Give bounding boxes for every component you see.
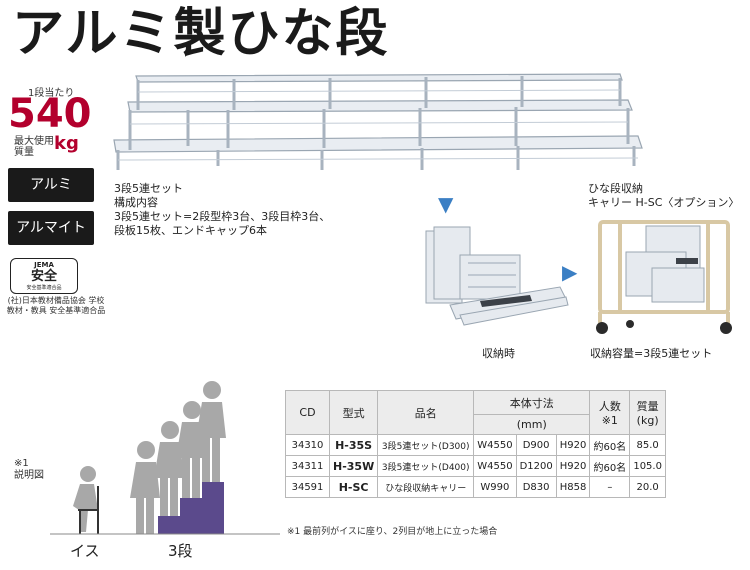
cell-d: D900 — [515, 434, 557, 456]
set-contents-heading: 構成内容 — [114, 196, 158, 209]
cell-w: W990 — [473, 476, 517, 498]
step-label: 3段 — [168, 542, 193, 560]
riser-illustration — [113, 73, 643, 170]
set-contents-line1: 3段5連セット=2段型枠3台、3段目枠3台、 — [114, 210, 331, 223]
cell-people: 約60名 — [589, 434, 631, 456]
header-people: 人数 ※1 — [589, 390, 631, 435]
cell-cd: 34591 — [285, 476, 330, 498]
cell-w: W4550 — [473, 455, 517, 477]
per-step-label: 1段当たり — [28, 88, 75, 99]
table-footnote: ※1 最前列がイスに座り、2列目が地上に立った場合 — [287, 527, 498, 537]
cell-cd: 34310 — [285, 434, 330, 456]
jema-safety-mark: JEMA 安全 安全基準適合品 — [10, 258, 78, 294]
jema-mark-sub: 安全基準適合品 — [26, 285, 62, 291]
jema-mark-top: JEMA — [34, 261, 54, 269]
header-model: 型式 — [328, 390, 379, 435]
cell-w: W4550 — [473, 434, 517, 456]
cell-people: 約60名 — [589, 455, 631, 477]
cell-mass: 20.0 — [629, 476, 666, 498]
header-cd: CD — [285, 390, 330, 435]
table-row: 34591 H-SC ひな段収納キャリー W990 D830 H858 – 20… — [285, 476, 666, 498]
capacity-unit: kg — [54, 133, 79, 154]
option-line1: ひな段収納 — [588, 182, 643, 195]
cell-d: D1200 — [515, 455, 557, 477]
cell-h: H920 — [555, 455, 591, 477]
stored-illustration — [425, 226, 569, 326]
option-capacity-caption: 収納容量=3段5連セット — [590, 347, 713, 360]
header-mass-label: 質量 — [636, 400, 659, 413]
header-name: 品名 — [377, 390, 475, 435]
cell-model: H-35W — [328, 455, 379, 477]
jema-note: (社)日本教材備品協会 学校教材・教具 安全基準適合品 — [6, 296, 106, 315]
figure-note: ※1 説明図 — [14, 458, 44, 482]
page-title: アルミ製ひな段 — [12, 4, 390, 64]
cell-name: ひな段収納キャリー — [377, 476, 475, 498]
option-line2: キャリー H-SC〈オプション〉 — [588, 196, 740, 209]
header-people-label: 人数 — [598, 400, 621, 413]
chair-label: イス — [70, 542, 100, 560]
cell-h: H920 — [555, 434, 591, 456]
jema-mark-main: 安全 — [30, 269, 57, 284]
cell-mass: 85.0 — [629, 434, 666, 456]
figure-note-mark: ※1 — [14, 458, 29, 469]
cell-cd: 34311 — [285, 455, 330, 477]
material-badge-aluminum: アルミ — [8, 168, 94, 202]
material-badge-alumite: アルマイト — [8, 211, 94, 245]
set-description: 3段5連セット 構成内容 3段5連セット=2段型枠3台、3段目枠3台、 段板15… — [114, 182, 330, 238]
capacity-value: 540 — [8, 91, 92, 137]
table-row: 34310 H-35S 3段5連セット(D300) W4550 D900 H92… — [285, 434, 666, 456]
capacity-label: 最大使用質量 — [14, 136, 54, 158]
cell-name: 3段5連セット(D400) — [377, 455, 475, 477]
right-arrow-icon: ▶ — [562, 260, 578, 284]
cell-mass: 105.0 — [629, 455, 666, 477]
set-contents-line2: 段板15枚、エンドキャップ6本 — [114, 224, 267, 237]
down-arrow-icon: ▼ — [438, 192, 454, 216]
carrier-illustration — [596, 220, 732, 334]
header-mass: 質量 (kg) — [629, 390, 666, 435]
cell-model: H-SC — [328, 476, 379, 498]
seating-diagram — [50, 381, 280, 535]
header-dims-unit: (mm) — [473, 414, 591, 435]
cell-people: – — [589, 476, 631, 498]
cell-d: D830 — [515, 476, 557, 498]
header-people-note: ※1 — [601, 414, 618, 427]
figure-note-label: 説明図 — [14, 470, 44, 481]
stored-caption: 収納時 — [482, 347, 515, 360]
set-title: 3段5連セット — [114, 182, 183, 195]
cell-name: 3段5連セット(D300) — [377, 434, 475, 456]
header-mass-unit: (kg) — [636, 414, 659, 427]
cell-h: H858 — [555, 476, 591, 498]
table-row: 34311 H-35W 3段5連セット(D400) W4550 D1200 H9… — [285, 455, 666, 477]
option-title: ひな段収納 キャリー H-SC〈オプション〉 — [588, 182, 739, 210]
cell-model: H-35S — [328, 434, 379, 456]
header-dims-label: 本体寸法 — [509, 396, 554, 410]
spec-table: CD 型式 品名 本体寸法 人数 ※1 質量 (kg) (mm) 34310 H… — [285, 390, 666, 498]
header-dims: 本体寸法 — [473, 390, 591, 415]
